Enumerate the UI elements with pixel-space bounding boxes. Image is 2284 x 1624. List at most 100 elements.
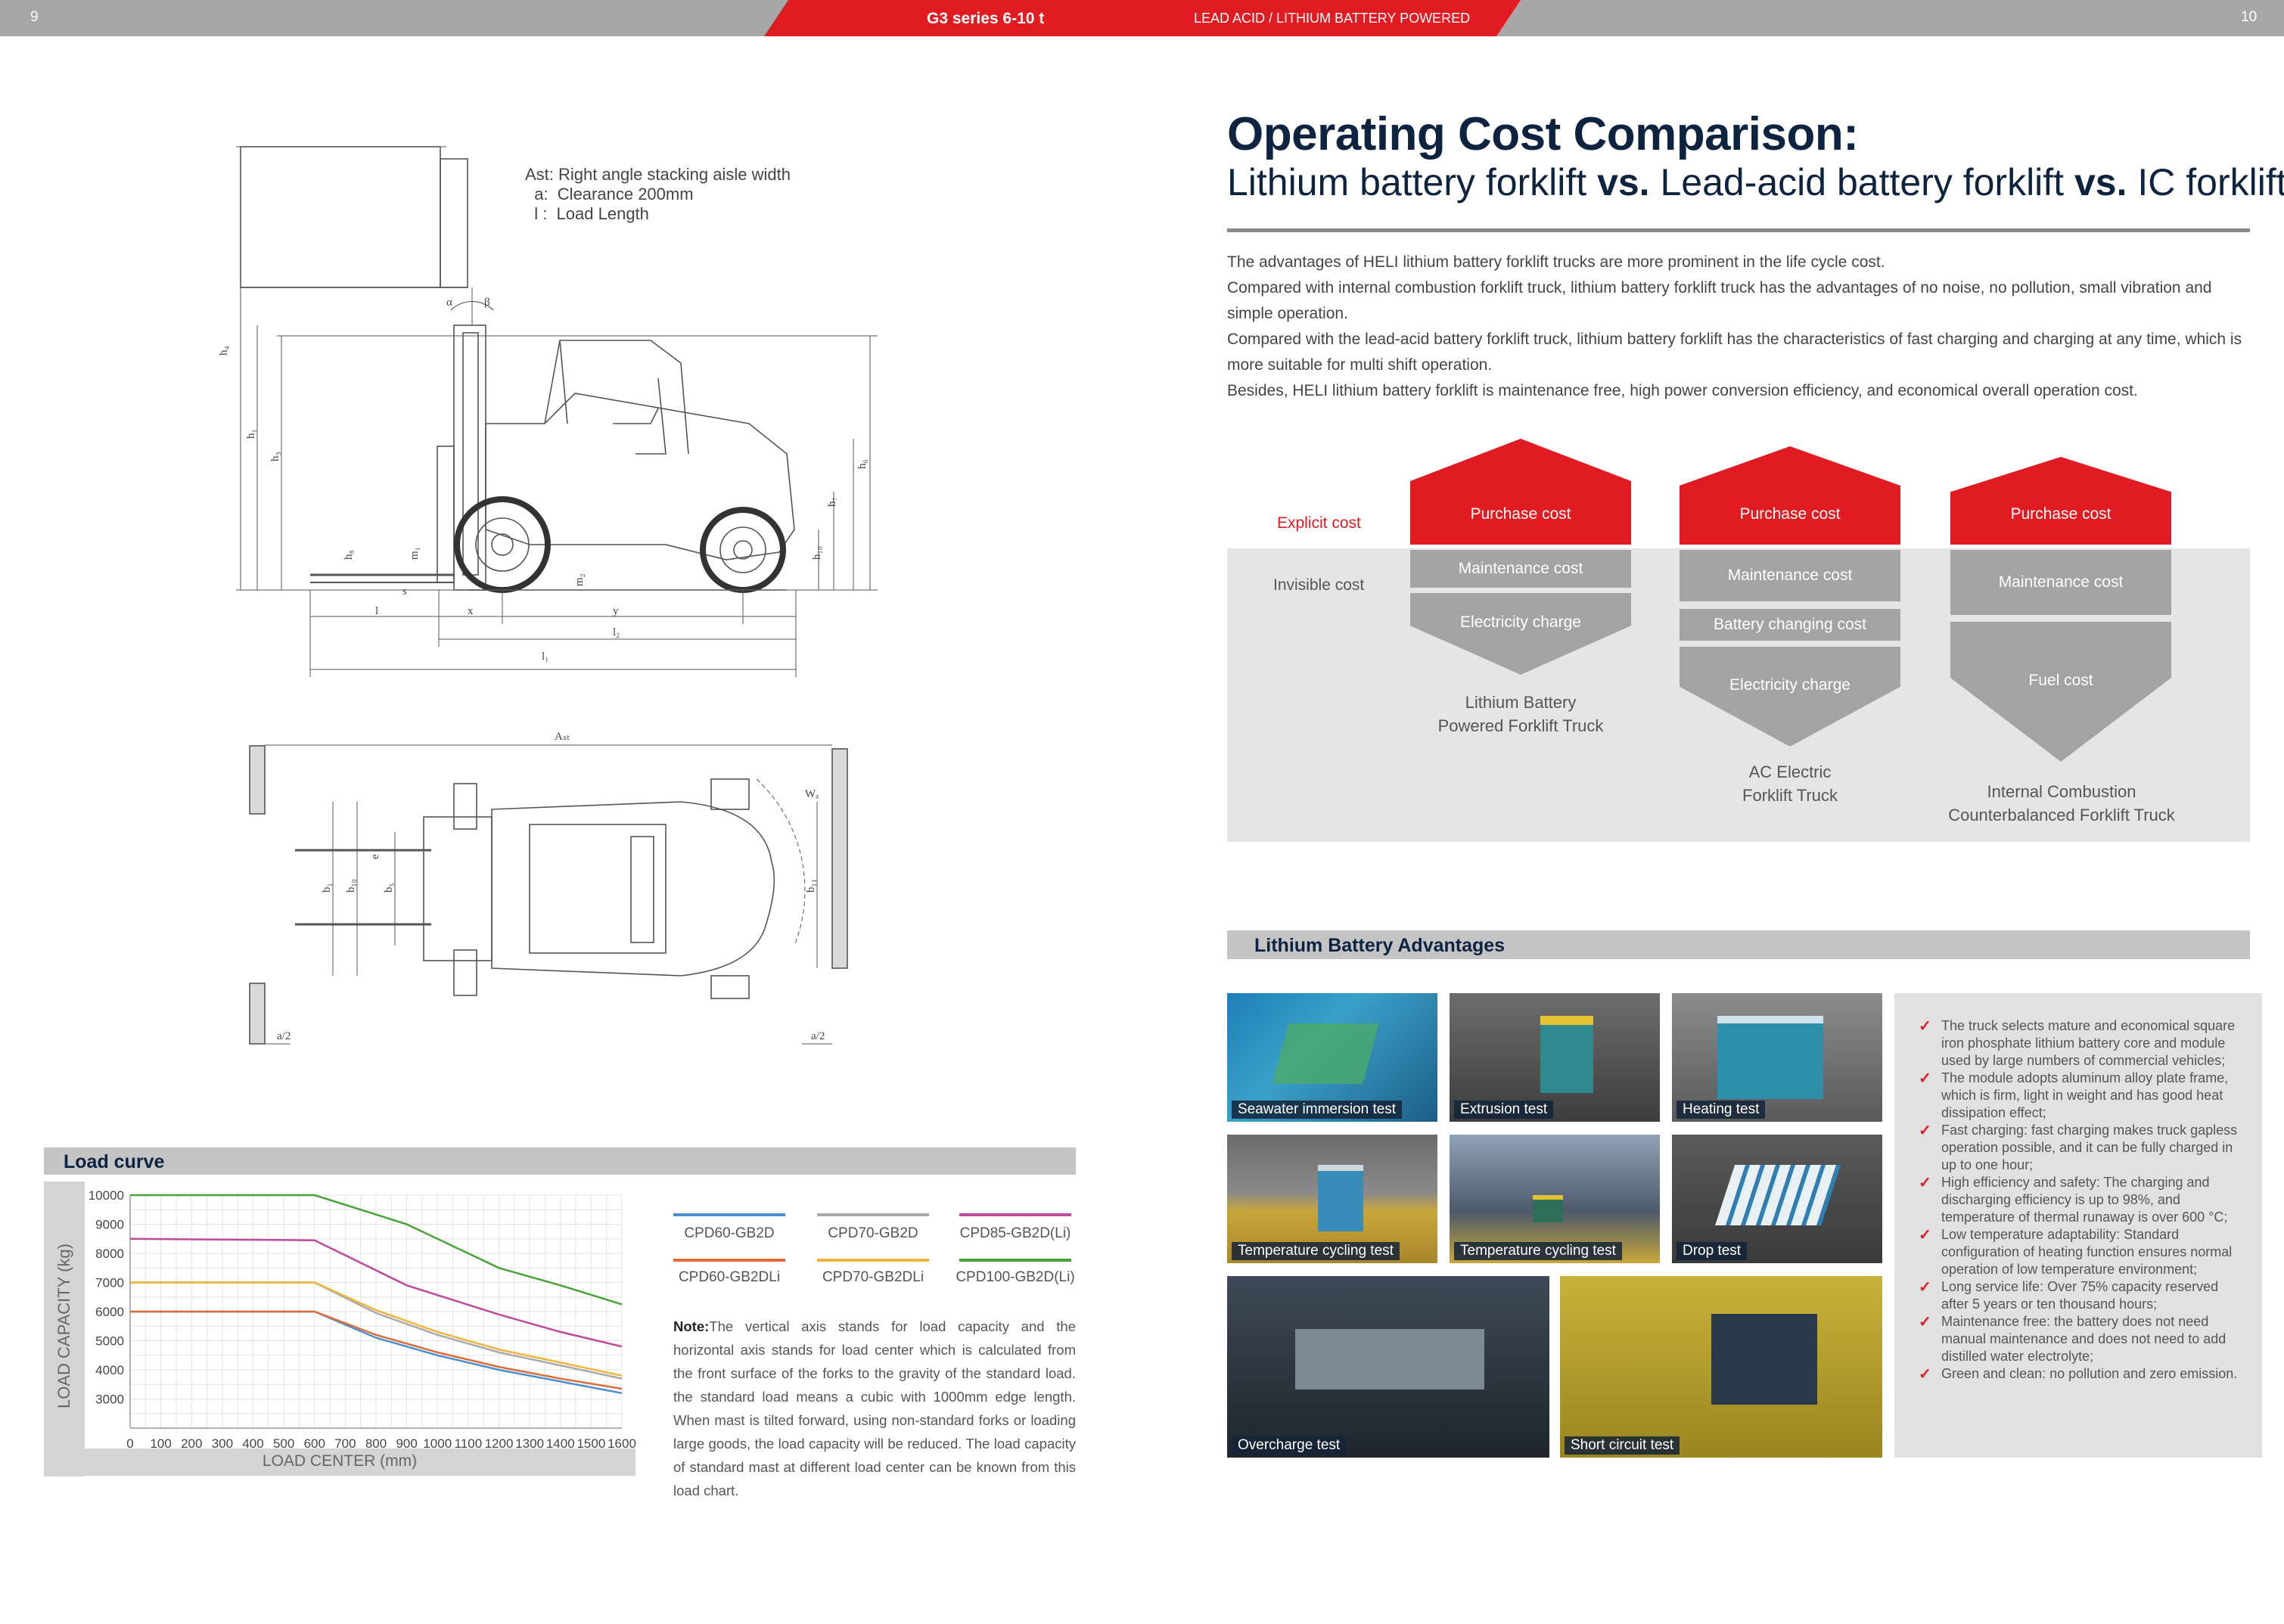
check-icon: ✓ xyxy=(1919,1314,1931,1331)
x-tick-label: 1000 xyxy=(423,1436,452,1448)
advantage-item: ✓The truck selects mature and economical… xyxy=(1919,1018,2236,1068)
purchase-cost-ic: Purchase cost xyxy=(1950,457,2171,545)
page-number-left: 9 xyxy=(30,9,39,25)
series-line-cpd60-gb2dli xyxy=(130,1310,623,1390)
photo-overcharge: Overcharge test xyxy=(1227,1276,1549,1458)
x-axis-label: LOAD CENTER (mm) xyxy=(262,1452,418,1470)
intro-para-3: Compared with the lead-acid battery fork… xyxy=(1227,331,2242,374)
check-icon: ✓ xyxy=(1919,1070,1931,1087)
legend-line-cpd70li xyxy=(817,1259,929,1262)
y-axis-label-bar xyxy=(44,1182,85,1477)
intro-text: The advantages of HELI lithium battery f… xyxy=(1227,250,2250,404)
x-tick-label: 500 xyxy=(273,1436,294,1448)
check-icon: ✓ xyxy=(1919,1018,1931,1035)
advantage-item: ✓Green and clean: no pollution and zero … xyxy=(1919,1366,2238,1383)
y-tick-label: 7000 xyxy=(95,1276,124,1290)
dim-h7: h₇ xyxy=(826,497,838,507)
dim-l1: l₁ xyxy=(542,651,548,663)
legend-cpd85: CPD85-GB2D(Li) xyxy=(959,1225,1071,1241)
raised-load-outline xyxy=(240,146,441,288)
x-tick-label: 1600 xyxy=(608,1436,636,1448)
y-tick-label: 6000 xyxy=(95,1305,124,1319)
check-icon: ✓ xyxy=(1919,1366,1931,1383)
y-axis-label: LOAD CAPACITY (kg) xyxy=(54,1244,73,1409)
advantage-item: ✓Low temperature adaptability: Standard … xyxy=(1919,1227,2233,1277)
load-curve-title: Load curve xyxy=(64,1151,165,1172)
dim-h6: h₆ xyxy=(856,459,869,469)
explicit-cost-label: Explicit cost xyxy=(1277,514,1361,532)
y-tick-label: 5000 xyxy=(95,1334,124,1349)
page-title: Operating Cost Comparison: xyxy=(1227,108,1859,160)
dim-m2: m₂ xyxy=(573,573,586,586)
dim-h1: h₁ xyxy=(245,429,257,439)
x-tick-label: 1200 xyxy=(485,1436,514,1448)
legend-cpd60: CPD60-GB2D xyxy=(684,1225,775,1241)
photo-short-circuit: Short circuit test xyxy=(1560,1276,1882,1458)
photo-drop: Drop test xyxy=(1672,1135,1882,1263)
dim-h3: h₃ xyxy=(269,452,281,461)
legend-line-cpd60 xyxy=(673,1213,785,1216)
x-tick-label: 100 xyxy=(150,1436,171,1448)
photo-extrusion: Extrusion test xyxy=(1450,993,1660,1122)
dim-beta: β xyxy=(484,297,490,309)
check-icon: ✓ xyxy=(1919,1123,1931,1139)
purchase-cost-ac: Purchase cost xyxy=(1680,446,1900,545)
x-tick-label: 600 xyxy=(304,1436,325,1448)
note-text: The vertical axis stands for load capaci… xyxy=(673,1318,1076,1498)
header-power: LEAD ACID / LITHIUM BATTERY POWERED xyxy=(1194,11,1471,26)
invisible-cost-label: Invisible cost xyxy=(1273,576,1365,594)
photo-temperature-cycling-1: Temperature cycling test xyxy=(1227,1135,1437,1263)
legend-cpd100: CPD100-GB2D(Li) xyxy=(956,1269,1075,1285)
x-tick-label: 900 xyxy=(396,1436,417,1448)
purchase-cost-lithium: Purchase cost xyxy=(1410,439,1631,545)
dim-h4: h₄ xyxy=(218,346,230,356)
photo-temperature-cycling-2: Temperature cycling test xyxy=(1450,1135,1660,1263)
advantages-list-panel: ✓The truck selects mature and economical… xyxy=(1894,993,2262,1458)
dim-s: s xyxy=(402,585,407,598)
photo-seawater-immersion: Seawater immersion test xyxy=(1227,993,1437,1122)
legend-l: l : Load Length xyxy=(525,204,649,223)
advantage-item: ✓The module adopts aluminum alloy plate … xyxy=(1919,1070,2229,1120)
x-tick-label: 1500 xyxy=(576,1436,605,1448)
dim-a2-right: a/2 xyxy=(811,1030,825,1042)
y-tick-label: 10000 xyxy=(89,1188,124,1203)
intro-para-2: Compared with internal combustion forkli… xyxy=(1227,279,2212,322)
legend-line-cpd100 xyxy=(959,1259,1071,1262)
advantages-list: ✓The truck selects mature and economical… xyxy=(1913,1017,2245,1383)
check-icon: ✓ xyxy=(1919,1227,1931,1244)
dim-ast: Aₛₜ xyxy=(555,731,570,743)
advantages-title: Lithium Battery Advantages xyxy=(1254,935,1506,956)
dim-wa: Wₐ xyxy=(805,788,819,800)
dim-b5: b₅ xyxy=(383,883,395,893)
x-tick-label: 1100 xyxy=(455,1436,483,1448)
forklift-technical-drawing: h₄ h₁ h₃ h₆ h₇ h₁₀ h₈ m₁ m₂ s α β l x y … xyxy=(218,146,878,1045)
dim-e: e xyxy=(369,854,381,859)
advantage-item: ✓Long service life: Over 75% capacity re… xyxy=(1919,1279,2219,1312)
legend-cpd70: CPD70-GB2D xyxy=(828,1225,918,1241)
maintenance-cost-lithium: Maintenance cost xyxy=(1410,550,1631,588)
legend-a: a: Clearance 200mm xyxy=(525,185,694,203)
advantage-item: ✓Maintenance free: the battery does not … xyxy=(1919,1314,2227,1364)
dim-b11: b₁₁ xyxy=(805,879,817,893)
battery-changing-cost-ac: Battery changing cost xyxy=(1680,609,1900,641)
maintenance-cost-ac: Maintenance cost xyxy=(1680,550,1900,601)
legend-line-cpd70 xyxy=(817,1213,929,1216)
load-curve-section-bar: Load curve xyxy=(44,1147,1076,1175)
legend-line-cpd85 xyxy=(959,1213,1071,1216)
dim-b1: b₁ xyxy=(321,883,333,893)
dim-x: x xyxy=(468,605,474,617)
dim-h8: h₈ xyxy=(343,550,355,560)
y-tick-label: 9000 xyxy=(95,1218,124,1232)
legend-line-cpd60li xyxy=(673,1259,785,1262)
intro-para-4: Besides, HELI lithium battery forklift i… xyxy=(1227,382,2138,399)
advantage-item: ✓Fast charging: fast charging makes truc… xyxy=(1919,1123,2238,1172)
dim-a2-left: a/2 xyxy=(277,1030,291,1042)
drawing-legend: Ast: Right angle stacking aisle width a:… xyxy=(525,165,791,224)
dim-b10: b₁₀ xyxy=(345,879,357,893)
x-tick-label: 400 xyxy=(242,1436,263,1448)
intro-para-1: The advantages of HELI lithium battery f… xyxy=(1227,253,1885,271)
dim-y: y xyxy=(613,605,619,617)
